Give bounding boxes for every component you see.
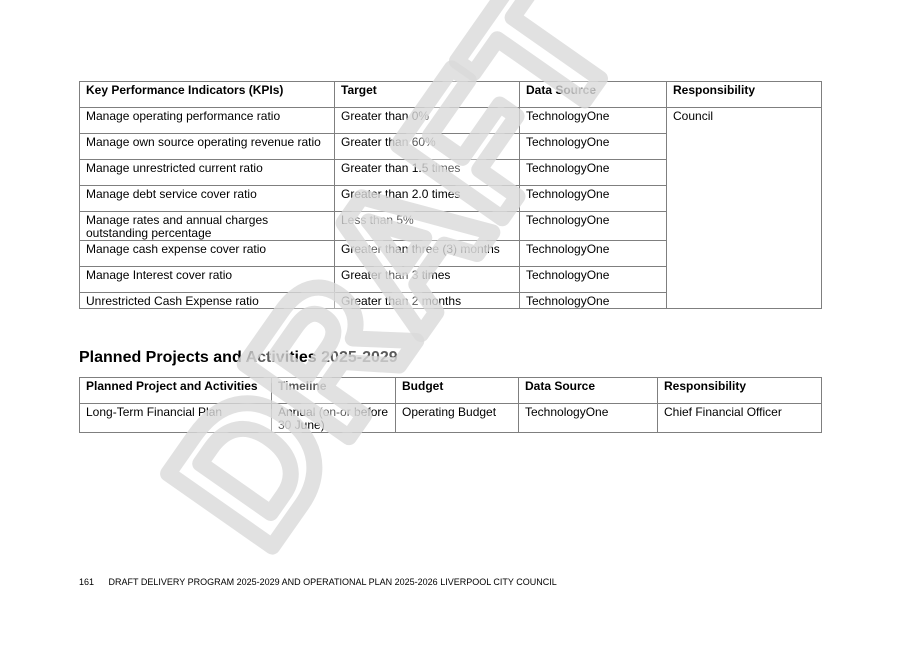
section-title: Planned Projects and Activities 2025-202… bbox=[79, 349, 398, 366]
kpi-data-source: TechnologyOne bbox=[519, 211, 667, 241]
kpi-data-source: TechnologyOne bbox=[519, 185, 667, 212]
table-row: Manage operating performance ratio Great… bbox=[79, 107, 822, 309]
table-row: Long-Term Financial Plan Annual (on-or b… bbox=[79, 403, 822, 433]
kpi-target: Less than 5% bbox=[334, 211, 520, 241]
kpi-target: Greater than three (3) months bbox=[334, 240, 520, 267]
kpi-header-kpi: Key Performance Indicators (KPIs) bbox=[79, 81, 335, 108]
kpi-name: Manage debt service cover ratio bbox=[79, 185, 335, 212]
kpi-name: Manage operating performance ratio bbox=[79, 107, 335, 134]
table-row: Manage unrestricted current ratio Greate… bbox=[79, 159, 822, 186]
footer-text: DRAFT DELIVERY PROGRAM 2025-2029 AND OPE… bbox=[108, 577, 557, 587]
table-row: Manage Interest cover ratio Greater than… bbox=[79, 266, 822, 293]
kpi-data-source: TechnologyOne bbox=[519, 133, 667, 160]
kpi-name: Manage rates and annual charges outstand… bbox=[79, 211, 335, 241]
projects-header-activity: Planned Project and Activities bbox=[79, 377, 272, 404]
kpi-header-target: Target bbox=[334, 81, 520, 108]
kpi-table: Key Performance Indicators (KPIs) Target… bbox=[79, 81, 822, 309]
projects-table: Planned Project and Activities Timeline … bbox=[79, 377, 822, 433]
kpi-name: Manage unrestricted current ratio bbox=[79, 159, 335, 186]
kpi-target: Greater than 3 times bbox=[334, 266, 520, 293]
page-footer: 161 DRAFT DELIVERY PROGRAM 2025-2029 AND… bbox=[79, 577, 557, 588]
kpi-name: Manage own source operating revenue rati… bbox=[79, 133, 335, 160]
project-responsibility: Chief Financial Officer bbox=[657, 403, 822, 433]
kpi-responsibility: Council bbox=[666, 107, 822, 309]
projects-header-data-source: Data Source bbox=[518, 377, 658, 404]
kpi-target: Greater than 0% bbox=[334, 107, 520, 134]
projects-header-row: Planned Project and Activities Timeline … bbox=[79, 377, 822, 404]
project-budget: Operating Budget bbox=[395, 403, 519, 433]
project-activity: Long-Term Financial Plan bbox=[79, 403, 272, 433]
page-number: 161 bbox=[79, 577, 95, 587]
kpi-name: Manage Interest cover ratio bbox=[79, 266, 335, 293]
table-row: Manage debt service cover ratio Greater … bbox=[79, 185, 822, 212]
table-row: Manage rates and annual charges outstand… bbox=[79, 211, 822, 241]
projects-header-responsibility: Responsibility bbox=[657, 377, 822, 404]
kpi-target: Greater than 60% bbox=[334, 133, 520, 160]
kpi-header-row: Key Performance Indicators (KPIs) Target… bbox=[79, 81, 822, 108]
kpi-data-source: TechnologyOne bbox=[519, 266, 667, 293]
project-data-source: TechnologyOne bbox=[518, 403, 658, 433]
projects-header-timeline: Timeline bbox=[271, 377, 396, 404]
kpi-target: Greater than 1.5 times bbox=[334, 159, 520, 186]
kpi-header-data-source: Data Source bbox=[519, 81, 667, 108]
kpi-target: Greater than 2.0 times bbox=[334, 185, 520, 212]
kpi-data-source: TechnologyOne bbox=[519, 107, 667, 134]
kpi-data-source: TechnologyOne bbox=[519, 240, 667, 267]
kpi-target: Greater than 2 months bbox=[334, 292, 520, 309]
table-row: Manage own source operating revenue rati… bbox=[79, 133, 822, 160]
project-timeline: Annual (on-or before 30 June) bbox=[271, 403, 396, 433]
kpi-name: Manage cash expense cover ratio bbox=[79, 240, 335, 267]
projects-header-budget: Budget bbox=[395, 377, 519, 404]
kpi-name: Unrestricted Cash Expense ratio bbox=[79, 292, 335, 309]
kpi-header-responsibility: Responsibility bbox=[666, 81, 822, 108]
table-row: Unrestricted Cash Expense ratio Greater … bbox=[79, 292, 822, 309]
kpi-data-source: TechnologyOne bbox=[519, 159, 667, 186]
kpi-data-source: TechnologyOne bbox=[519, 292, 667, 309]
